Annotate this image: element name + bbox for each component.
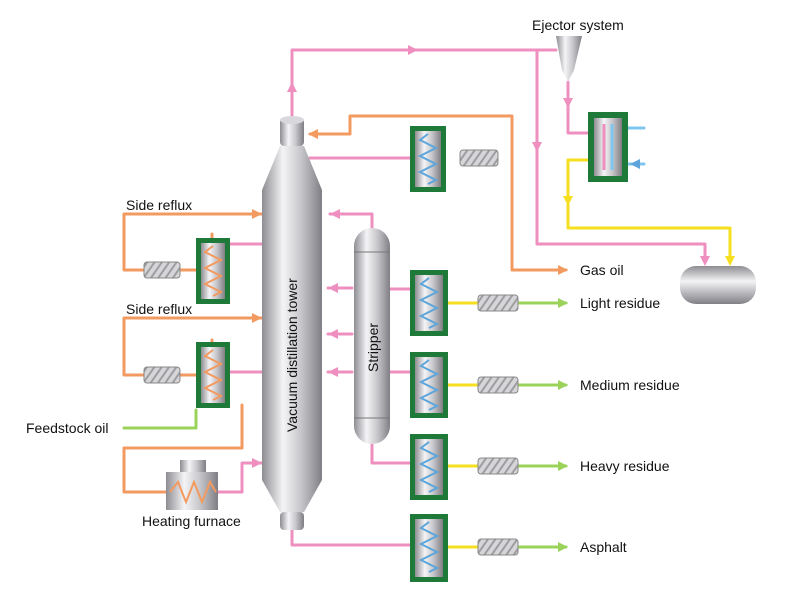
arrow-left-topreflux [308,129,318,139]
gas-oil-label: Gas oil [580,262,624,278]
arrow-right-heavy [558,461,568,471]
pump-upper-reflux [143,261,181,279]
green-pipes [122,301,568,549]
arrow-down-branch [532,142,542,152]
tower-label: Vacuum distillation tower [284,278,300,432]
medium-residue-label: Medium residue [580,377,680,393]
asphalt-cooler [410,514,448,582]
reflux-exchanger-lower [196,342,230,408]
medium-residue-cooler [410,352,448,418]
side-reflux-lower-label: Side reflux [126,301,192,317]
light-residue-cooler [410,270,448,336]
feedstock-oil-label: Feedstock oil [26,420,108,436]
arrow-right-lower-reflux [252,313,262,323]
arrow-left-stripper-2 [328,283,338,293]
arrow-left-stripper-4 [328,367,338,377]
arrow-down-yellow [563,196,573,206]
pump-heavy [477,457,519,475]
ejector-condenser [588,112,628,182]
ejector-system-label: Ejector system [532,17,624,33]
heating-furnace-label: Heating furnace [142,513,241,529]
pump-light [477,294,519,312]
pump-medium [477,376,519,394]
arrow-left-stripper-3 [328,329,338,339]
yellow-pipes [446,158,732,549]
arrow-right-upper-reflux [252,209,262,219]
stripper-column [354,228,390,444]
pump-gas-oil [459,149,499,167]
arrow-right-gasoil [558,265,568,275]
ejector [556,36,582,82]
heavy-residue-label: Heavy residue [580,458,670,474]
heavy-residue-cooler [410,434,448,500]
side-reflux-upper-label: Side reflux [126,197,192,213]
light-residue-label: Light residue [580,295,660,311]
arrow-up-top [287,82,297,92]
separator-drum [680,266,756,304]
stripper-label: Stripper [365,323,381,372]
arrow-left-blue [630,159,640,169]
heating-furnace [166,460,218,510]
arrow-right-furnace-in [252,458,262,468]
gas-oil-cooler [410,126,446,192]
pump-asphalt [477,538,519,556]
pump-lower-reflux [143,366,181,384]
arrow-left-stripper-1 [330,209,340,219]
pumps [143,149,519,556]
asphalt-label: Asphalt [580,539,627,555]
arrow-right-light [558,298,568,308]
flow-arrows [252,45,735,552]
arrow-right-asphalt [558,542,568,552]
arrow-right-medium [558,380,568,390]
arrow-down-ejector [563,98,573,108]
arrow-down-drum-pink [700,256,710,266]
arrow-right-top [408,45,418,55]
arrow-down-drum-yellow [725,256,735,266]
reflux-exchanger-upper [196,238,230,304]
vacuum-distillation-tower [262,116,322,530]
